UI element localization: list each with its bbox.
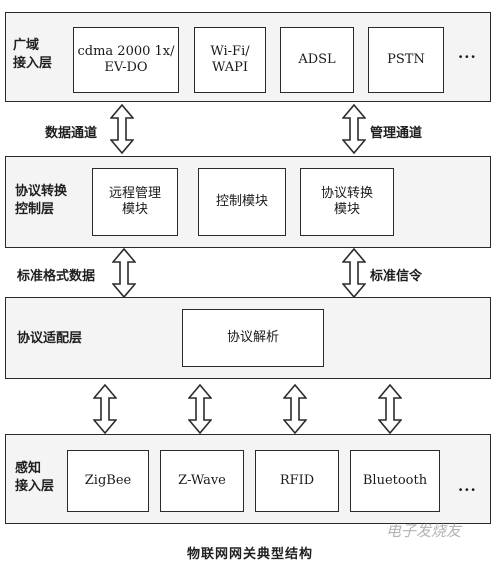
sensing-arrow-4 [378,384,402,434]
figure-caption: 物联网网关典型结构 [186,547,313,562]
standard-signaling-label: 标准信令 [370,269,423,284]
rfid-box: RFID [255,450,339,512]
protocol-conversion-layer-label: 协议转换 控制层 [15,184,68,217]
sensing-arrow-3 [283,384,307,434]
data-channel-label: 数据通道 [45,126,98,141]
standard-signaling-arrow [342,248,366,298]
management-channel-label: 管理通道 [370,126,423,141]
management-channel-arrow [342,104,366,154]
adsl-box: ADSL [280,27,354,93]
sensing-arrow-2 [188,384,212,434]
protocol-conversion-module-box: 协议转换 模块 [300,168,394,236]
sensing-more-ellipsis: ··· [458,481,477,499]
wifi-wapi-box: Wi-Fi/ WAPI [194,27,266,93]
bluetooth-box: Bluetooth [350,450,440,512]
protocol-adaptation-layer-label: 协议适配层 [17,331,83,346]
zigbee-box: ZigBee [67,450,149,512]
sensing-arrow-1 [93,384,117,434]
pstn-box: PSTN [368,27,444,93]
sensing-access-layer-label: 感知 接入层 [15,461,55,494]
remote-management-module-box: 远程管理 模块 [92,168,178,236]
wan-access-layer-label: 广域 接入层 [13,38,53,71]
control-module-box: 控制模块 [198,168,286,236]
zwave-box: Z-Wave [160,450,244,512]
standard-format-data-arrow [112,248,136,298]
standard-format-data-label: 标准格式数据 [17,269,96,284]
data-channel-arrow [110,104,134,154]
protocol-parsing-box: 协议解析 [182,309,324,367]
wan-more-ellipsis: ··· [458,48,477,66]
watermark-logo: 电子发烧友 [386,522,462,540]
cdma-evdo-box: cdma 2000 1x/ EV-DO [73,27,179,93]
